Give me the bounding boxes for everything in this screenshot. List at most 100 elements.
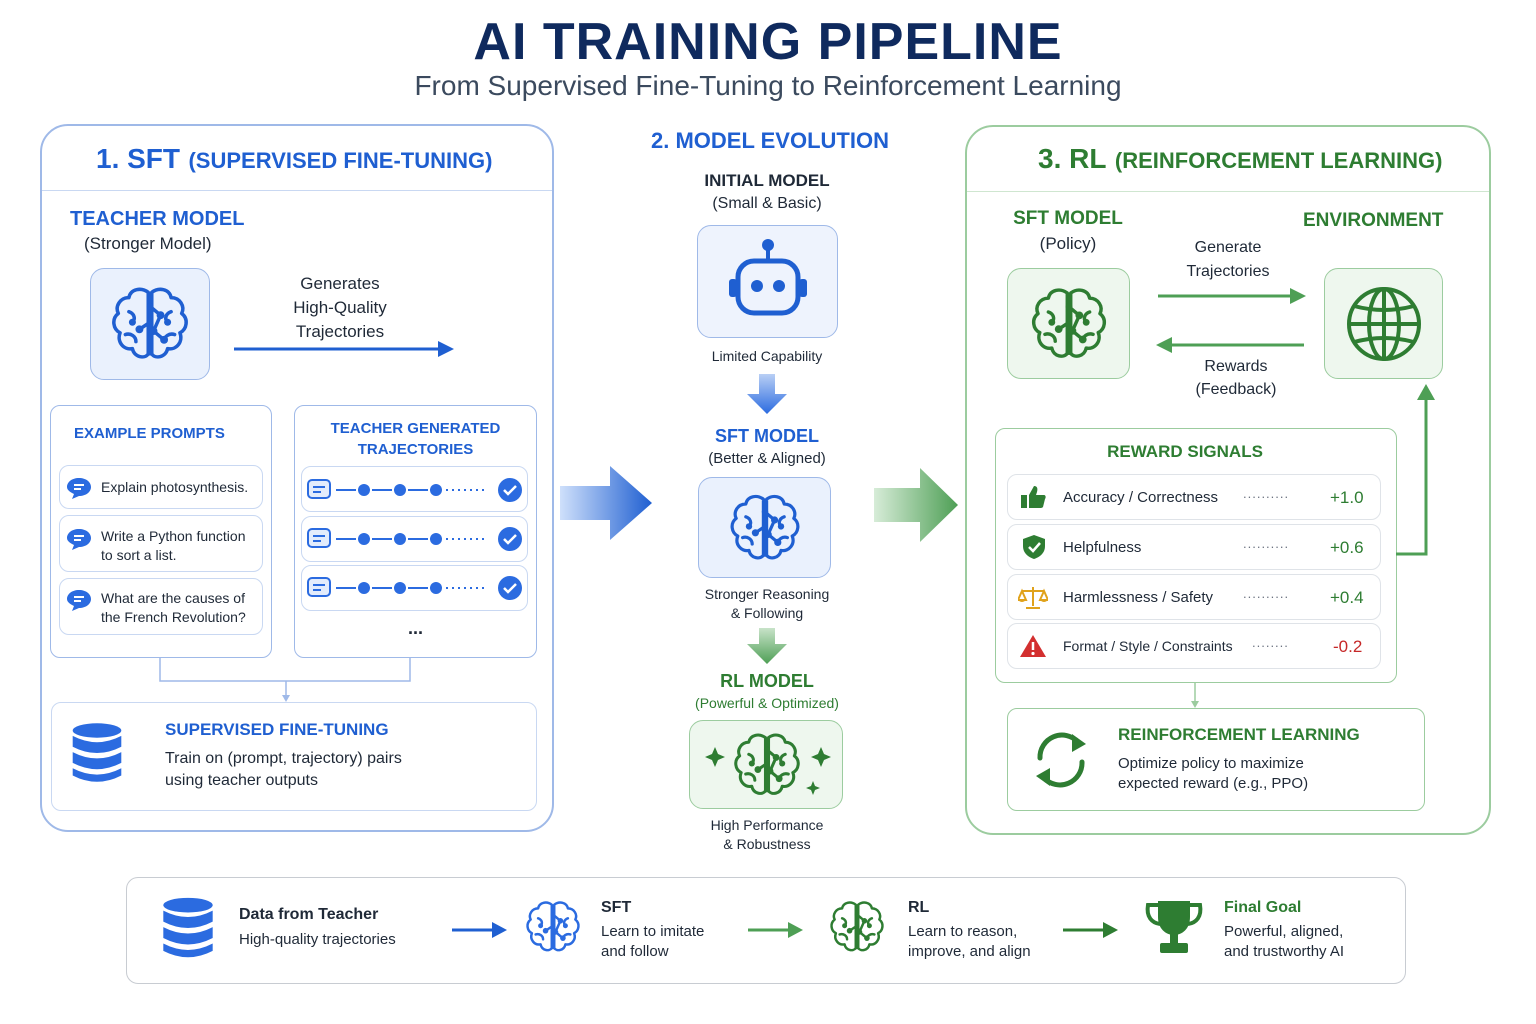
- summary-item-desc-line: Learn to reason,: [908, 923, 1018, 940]
- reward-signal-value: +0.4: [1330, 588, 1364, 607]
- rl-panel-title: 3. RL (REINFORCEMENT LEARNING): [1038, 143, 1442, 175]
- sft-panel-title-suffix: (SUPERVISED FINE-TUNING): [188, 148, 493, 173]
- sft-model-title: SFT MODEL: [715, 426, 819, 446]
- page-title: AI TRAINING PIPELINE: [473, 13, 1063, 71]
- refresh-cycle-icon: [1028, 728, 1094, 792]
- reward-signal-label: Helpfulness: [1063, 539, 1142, 556]
- policy-brain-icon-box: [1007, 268, 1130, 379]
- prompt-text-line: What are the causes of: [101, 590, 245, 606]
- prompt-card: [59, 515, 263, 572]
- supervised-fine-tuning-box: [51, 702, 537, 811]
- sft-model-caption-line: & Following: [730, 604, 804, 621]
- database-icon: [70, 720, 124, 786]
- brain-icon: [522, 896, 584, 958]
- reinforcement-learning-box: [1007, 708, 1425, 811]
- summary-item-desc-line: improve, and align: [908, 943, 1031, 961]
- summary-item-title: Data from Teacher: [239, 906, 379, 923]
- rl-panel-divider: [967, 191, 1489, 192]
- supervised-fine-tuning-desc: Train on (prompt, trajectory) pairs usin…: [165, 748, 402, 791]
- arrow-right-icon: [748, 922, 803, 938]
- database-icon: [160, 896, 216, 960]
- summary-item-desc: Learn to imitate and follow: [601, 922, 704, 963]
- reinforcement-learning-desc-line: expected reward (e.g., PPO): [1118, 775, 1309, 793]
- sft-model-caption-line: Stronger Reasoning: [704, 586, 830, 602]
- generates-line-2: High-Quality: [293, 297, 387, 317]
- trajectories-more: ...: [407, 618, 423, 638]
- sft-panel-divider: [42, 190, 552, 191]
- sft-panel-number: 1. SFT: [96, 143, 181, 174]
- chat-icon: [66, 588, 92, 612]
- rewards-label: Rewards (Feedback): [1168, 355, 1304, 401]
- teacher-model-sub: (Stronger Model): [84, 234, 212, 253]
- rewards-line: Rewards: [1204, 358, 1268, 375]
- reinforcement-learning-desc-line: Optimize policy to maximize: [1118, 755, 1304, 772]
- generates-line-3: Trajectories: [295, 321, 385, 341]
- policy-sub: (Policy): [1039, 234, 1097, 253]
- arrow-left-icon: [1156, 337, 1304, 353]
- trajectories-title-line: TRAJECTORIES: [357, 441, 474, 458]
- prompt-text: What are the causes of the French Revolu…: [101, 589, 246, 627]
- summary-item-desc: High-quality trajectories: [239, 931, 396, 948]
- trophy-icon: [1142, 897, 1206, 959]
- rl-model-caption: High Performance & Robustness: [620, 816, 914, 854]
- supervised-fine-tuning-desc-line: Train on (prompt, trajectory) pairs: [165, 750, 402, 767]
- reinforcement-learning-desc: Optimize policy to maximize expected rew…: [1118, 754, 1308, 795]
- initial-model-sub: (Small & Basic): [712, 195, 822, 212]
- summary-item-desc-line: Learn to imitate: [601, 923, 705, 940]
- trajectory-flow-icon: [307, 576, 522, 600]
- prompt-card: [59, 465, 263, 509]
- teacher-brain-icon-box: [90, 268, 210, 380]
- robot-icon-box: [697, 225, 838, 338]
- big-arrow-green-icon: [874, 468, 958, 542]
- reward-signal-label: Format / Style / Constraints: [1063, 638, 1233, 654]
- warning-icon: [1019, 633, 1047, 659]
- chat-icon: [66, 476, 92, 500]
- reward-signal-row: [1007, 474, 1381, 520]
- reinforcement-learning-title: REINFORCEMENT LEARNING: [1118, 725, 1360, 744]
- prompt-text-line: the French Revolution?: [101, 608, 246, 625]
- rl-panel-title-suffix: (REINFORCEMENT LEARNING): [1114, 148, 1443, 173]
- brain-icon: [106, 280, 194, 368]
- reward-signal-dots: ..........: [1243, 486, 1290, 501]
- generate-trajectories-line: Trajectories: [1186, 263, 1270, 280]
- reward-signal-value: +1.0: [1330, 488, 1364, 507]
- balance-scale-icon: [1018, 584, 1048, 610]
- summary-item-title: RL: [908, 899, 930, 916]
- reward-signal-label: Accuracy / Correctness: [1063, 489, 1219, 506]
- rl-model-title: RL MODEL: [720, 671, 814, 691]
- reward-signal-value: +0.6: [1330, 538, 1364, 557]
- globe-icon: [1346, 286, 1421, 361]
- sft-brain-icon-box: [698, 477, 831, 578]
- feedback-arrow-icon: [1396, 384, 1435, 556]
- trajectories-title-line: TEACHER GENERATED: [330, 420, 501, 437]
- rl-model-sub: (Powerful & Optimized): [695, 695, 839, 711]
- generates-line-1: Generates: [300, 274, 380, 293]
- reward-signal-value: -0.2: [1333, 637, 1363, 656]
- connector-arrow: [1191, 683, 1199, 708]
- reward-signal-dots: ........: [1252, 635, 1289, 650]
- environment-title: ENVIRONMENT: [1303, 210, 1444, 231]
- brain-icon: [826, 896, 888, 958]
- example-prompts-title: EXAMPLE PROMPTS: [74, 425, 225, 442]
- arrow-right-icon: [452, 922, 507, 938]
- sft-model-sub: (Better & Aligned): [708, 450, 826, 467]
- shield-icon: [1021, 533, 1047, 561]
- generate-trajectories-line: Generate: [1194, 239, 1262, 256]
- reward-signals-title: REWARD SIGNALS: [1107, 442, 1263, 461]
- arrow-right-icon: [1158, 288, 1306, 304]
- sft-model-caption: Stronger Reasoning & Following: [620, 585, 914, 623]
- thumbs-up-icon: [1019, 484, 1047, 510]
- arrow-down-icon: [747, 628, 787, 664]
- reward-signal-dots: ..........: [1243, 536, 1290, 551]
- arrow-right-icon: [1063, 922, 1118, 938]
- initial-model-title: INITIAL MODEL: [704, 171, 830, 190]
- evolution-title: 2. MODEL EVOLUTION: [651, 128, 889, 153]
- prompt-text-line: to sort a list.: [101, 546, 177, 563]
- reward-signal-dots: ..........: [1243, 586, 1290, 601]
- prompt-text-line: Write a Python function: [101, 528, 246, 544]
- generates-label: Generates High-Quality Trajectories: [262, 272, 418, 343]
- summary-item-desc-line: Powerful, aligned,: [1224, 923, 1344, 940]
- brain-icon: [725, 488, 805, 568]
- policy-title: SFT MODEL: [1013, 208, 1123, 229]
- initial-model-caption: Limited Capability: [711, 348, 823, 364]
